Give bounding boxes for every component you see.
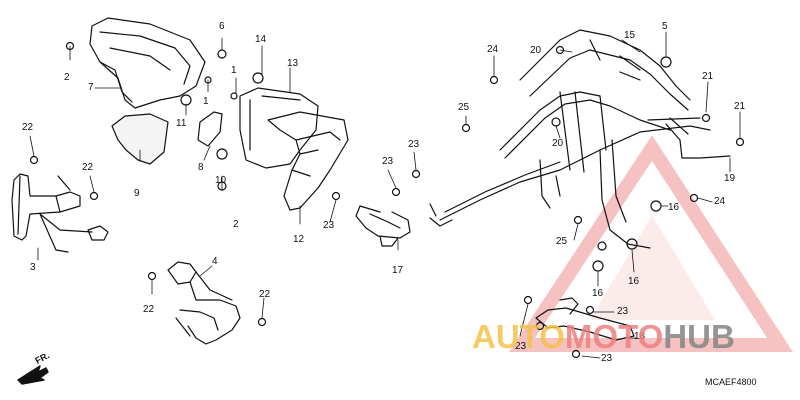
callout: 17 (392, 265, 404, 276)
callout: 22 (82, 162, 94, 173)
callout: 20 (530, 45, 542, 56)
callout: 13 (287, 58, 299, 69)
callout: 14 (255, 34, 267, 45)
callout: 22 (143, 304, 155, 315)
callout: 3 (30, 262, 36, 273)
callout: 19 (724, 173, 736, 184)
part-4-lower-bar (167, 261, 241, 345)
watermark-part1: AUTO (472, 318, 565, 355)
callout: 11 (176, 118, 187, 129)
callout: 22 (259, 289, 271, 300)
callout: 16 (592, 288, 604, 299)
part-17-u-bracket (355, 205, 411, 247)
callout: 16 (628, 276, 640, 287)
callout: 24 (714, 196, 726, 207)
callout: 16 (668, 202, 680, 213)
callout: 23 (617, 306, 629, 317)
callout: 6 (219, 21, 225, 32)
callout: 1 (203, 96, 209, 107)
watermark: AUTOMOTOHUB (472, 318, 735, 356)
watermark-part2: MOTO (564, 318, 664, 355)
callout: 25 (458, 102, 470, 113)
callout: 10 (215, 175, 227, 186)
callout: 20 (552, 138, 564, 149)
part-15-main-frame (429, 29, 711, 249)
callout: 18 (634, 331, 646, 342)
callout: 1 (231, 65, 237, 76)
watermark-part3: HUB (663, 318, 735, 355)
callout: 24 (487, 44, 499, 55)
callout: 23 (601, 353, 613, 364)
part-19-rod (665, 117, 731, 159)
part-13-side-cover (239, 87, 319, 169)
callout: 2 (64, 72, 70, 83)
leader-lines (29, 31, 741, 359)
callout: 23 (408, 139, 420, 150)
part-9-pad (111, 113, 169, 165)
diagram-code: MCAEF4800 (705, 377, 757, 387)
part-18-lower-stay (535, 297, 635, 341)
callout: 4 (212, 256, 218, 267)
part-3-side-bar (11, 173, 109, 253)
part-12-bracket (267, 111, 349, 211)
part-8-bracket (197, 111, 223, 147)
callout: 5 (662, 21, 668, 32)
callout: 21 (702, 71, 714, 82)
callout: 7 (88, 82, 94, 93)
callout: 23 (323, 220, 335, 231)
callout: 2 (233, 219, 239, 230)
callout: 22 (22, 122, 34, 133)
callout: 15 (624, 30, 636, 41)
part-7-upper-cover (89, 17, 206, 109)
callout: 21 (734, 101, 746, 112)
watermark-triangle (508, 135, 793, 352)
callout: 23 (515, 341, 527, 352)
callout: 9 (134, 188, 140, 199)
callout: 25 (556, 236, 568, 247)
callout: 12 (293, 234, 305, 245)
front-arrow-icon (17, 365, 49, 385)
callout: 8 (198, 162, 204, 173)
callout: 23 (382, 156, 394, 167)
